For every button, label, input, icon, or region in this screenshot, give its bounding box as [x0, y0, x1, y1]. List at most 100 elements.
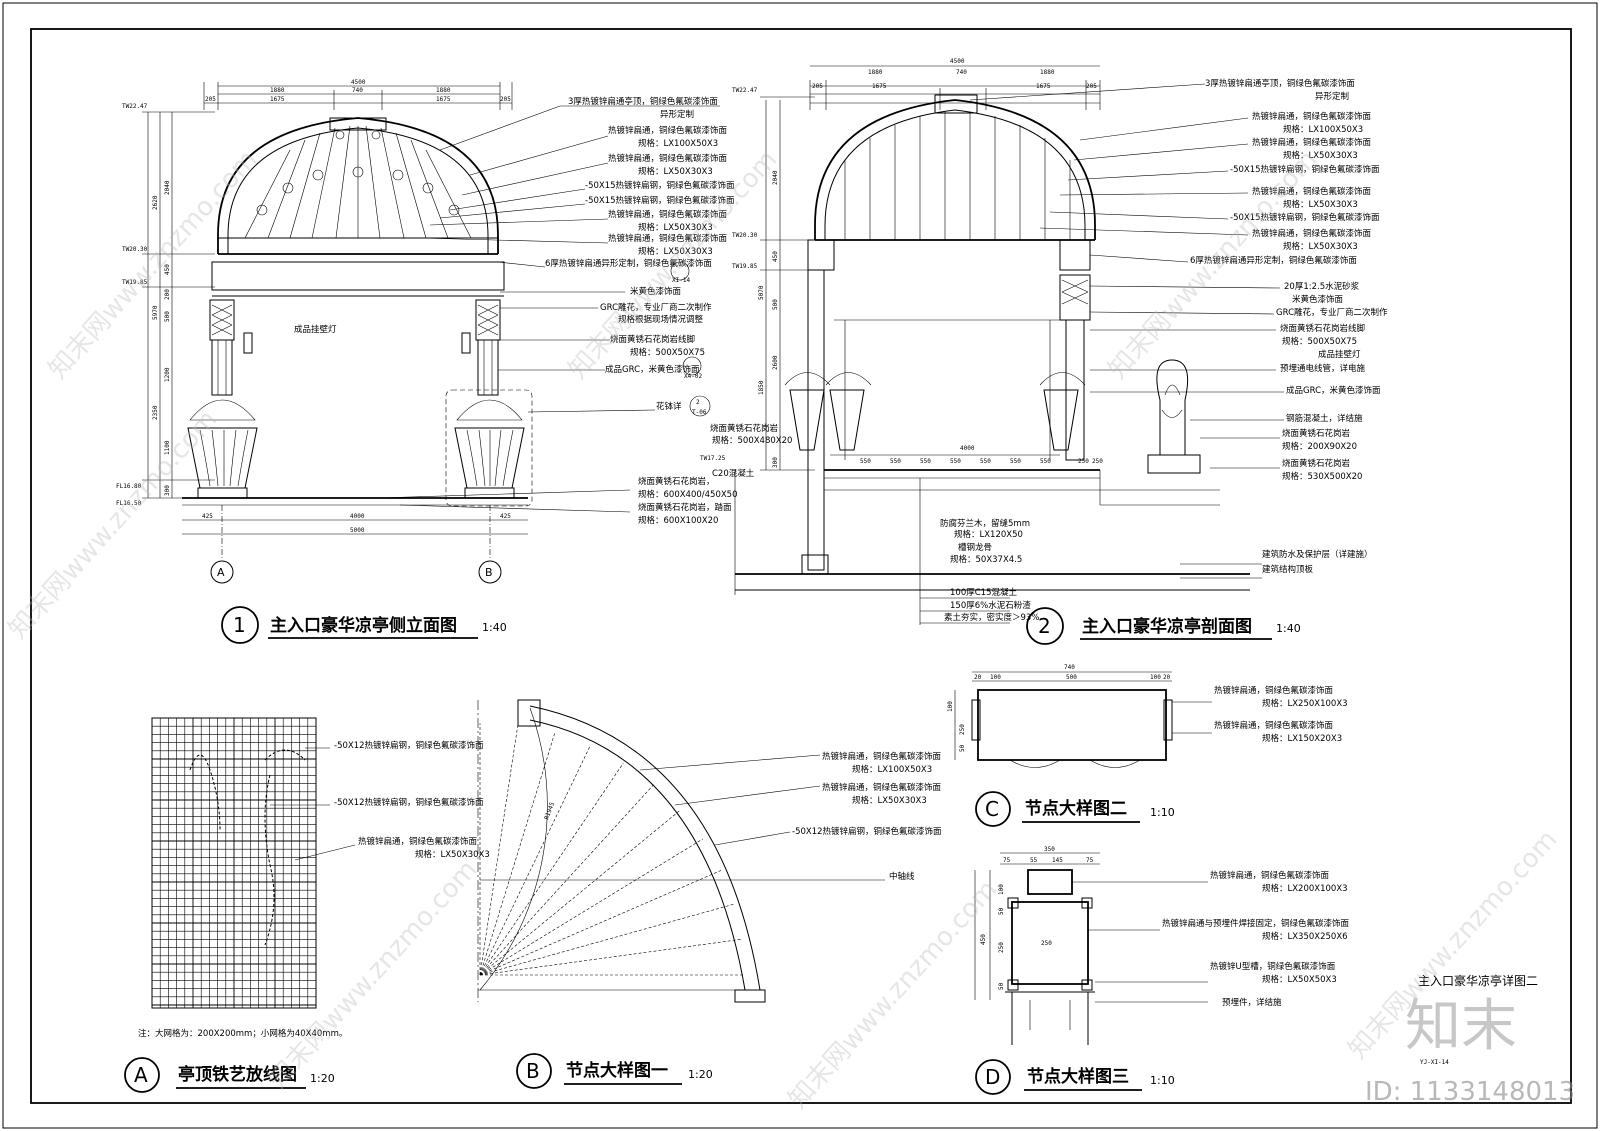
section-bottom-notes: 防腐芬兰木，留缝5mm 规格：LX120X50 槽钢龙骨 规格：50X37X4.…	[919, 478, 1039, 625]
arc-detail-view: R1945 热镀锌扁通，铜绿色氟碳漆饰面 规格：LX100X50X3 热镀锌扁通…	[477, 699, 942, 1089]
dim: 50	[998, 907, 1005, 915]
view-number-circle	[975, 791, 1011, 827]
dim: 100	[990, 674, 1001, 681]
dim: 75	[1086, 857, 1094, 864]
flat-tube-200x100	[1027, 869, 1073, 895]
note: 规格：LX150X20X3	[1262, 733, 1342, 744]
note: 防腐芬兰木，留缝5mm	[940, 518, 1030, 529]
note: GRC雕花，专业厂商二次制作	[600, 302, 712, 313]
level-mark: TW20.30	[122, 246, 148, 253]
dim: 100	[947, 701, 954, 712]
note: -50X15热镀锌扁钢，铜绿色氟碳漆饰面	[585, 180, 735, 191]
section-ribs	[844, 112, 1071, 240]
dim-side: 2350	[152, 405, 159, 420]
dim-top: 1675	[270, 96, 285, 103]
note: 钢筋混凝土，详结施	[1286, 413, 1363, 424]
level-mark: TW17.25	[700, 455, 726, 462]
note: 规格：LX50X30X3	[638, 246, 713, 257]
note: 规格：LX100X50X3	[852, 764, 932, 775]
deck-dim: 550	[920, 458, 931, 465]
note: 规格：LX100X50X3	[1283, 124, 1363, 135]
dim-side: 1100	[164, 440, 171, 455]
section-wall	[807, 269, 825, 571]
detail-ref: XI-14	[672, 277, 690, 284]
watermark: 知末网www.znzmo.com	[263, 855, 483, 1095]
dim: 20	[974, 674, 982, 681]
note: 热镀锌扁通，铜绿色氟碳漆饰面	[1210, 870, 1330, 881]
view-number-circle	[221, 606, 259, 644]
note: 成品GRC，米黄色漆饰面	[1286, 385, 1381, 396]
view-number: 2	[1038, 614, 1051, 638]
sheet-title: 主入口豪华凉亭详图二	[1418, 973, 1538, 988]
dim-side: 2620	[152, 195, 159, 210]
note: 热镀锌U型槽，铜绿色氟碳漆饰面	[1210, 961, 1336, 972]
elevation-view: 4500 1880 740 1880 205 1675 1675 205 262…	[116, 79, 738, 644]
note: 中轴线	[889, 871, 915, 882]
note: 规格：LX120X50	[954, 529, 1023, 540]
note: 热镀锌扁通，铜绿色氟碳漆饰面	[608, 233, 728, 244]
dim: 100	[1150, 674, 1161, 681]
note: 成品挂壁灯	[1318, 349, 1361, 360]
dim: 100	[998, 884, 1005, 895]
wall-lamp-left	[243, 332, 253, 354]
level-mark: TW20.30	[732, 232, 758, 239]
dim-top: 740	[956, 69, 967, 76]
dim-bottom: 425	[500, 513, 511, 520]
deck-dim: 250	[1078, 458, 1089, 465]
column-right	[477, 339, 499, 396]
axis-b-bubble	[478, 560, 502, 584]
view-title: 节点大样图二	[1025, 798, 1127, 819]
note: 规格：200X90X20	[1282, 441, 1357, 452]
deck-dim: 550	[950, 458, 961, 465]
wall-lamp-right	[461, 332, 471, 354]
note: 预埋通电线管，详电施	[1280, 363, 1366, 374]
dim-bottom: 4000	[350, 513, 365, 520]
dim-top: 1675	[436, 96, 451, 103]
note: 烧面黄锈石花岗岩线脚	[610, 334, 695, 345]
dome-scrolls	[256, 130, 460, 216]
level-mark: TW22.47	[732, 87, 758, 94]
note: 规格：LX50X30X3	[1283, 199, 1358, 210]
note: 米黄色漆饰面	[630, 286, 682, 297]
note: 规格：500X50X75	[1282, 336, 1357, 347]
note: 热镀锌扁通，铜绿色氟碳漆饰面	[1214, 685, 1334, 696]
dome-ribs	[244, 125, 472, 239]
radius-label: R1945	[543, 801, 556, 821]
grid-footnote: 注：大网格为：200X200mm；小网格为40X40mm。	[138, 1028, 347, 1039]
detail-ref: X4-02	[684, 373, 702, 380]
note: -50X15热镀锌扁钢，铜绿色氟碳漆饰面	[1230, 212, 1380, 223]
view-title: 节点大样图一	[566, 1060, 668, 1081]
flat-tube-250x100	[977, 689, 1167, 761]
deck-dim: 550	[890, 458, 901, 465]
dim-side: 500	[772, 299, 779, 310]
detail-three-view: 350 75 55 145 75 100 50 450 250 50 250 热…	[974, 846, 1350, 1095]
lamp-label: 成品挂壁灯	[294, 324, 337, 335]
note: 规格：LX50X30X3	[638, 222, 713, 233]
note: 规格：500X50X75	[630, 347, 705, 358]
dim: 20	[1163, 674, 1171, 681]
grc-capital	[1059, 274, 1091, 321]
watermark: 知末网www.znzmo.com	[3, 405, 223, 645]
axis-a-label: A	[217, 566, 225, 579]
sheet-code: YJ-XI-14	[1420, 1059, 1449, 1066]
watermark-id: ID: 1133148013	[1365, 1077, 1575, 1107]
elevation-annotations: 3厚热镀锌扁通亭顶，铜绿色氟碳漆饰面 异形定制 热镀锌扁通，铜绿色氟碳漆饰面 规…	[379, 96, 738, 526]
note: 规格：530X500X20	[1282, 471, 1362, 482]
level-mark: TW22.47	[122, 103, 148, 110]
dim-side: 2600	[772, 355, 779, 370]
note: 花钵详	[656, 401, 682, 412]
note: 热镀锌扁通，铜绿色氟碳漆饰面	[608, 125, 728, 136]
detail-two-view: 740 20 100 500 100 20 100 250 50 热镀锌扁通，铜…	[947, 664, 1348, 827]
note: 热镀锌扁通，铜绿色氟碳漆饰面	[1252, 111, 1372, 122]
note: 150厚6%水泥石粉渣	[950, 600, 1031, 611]
deck-dim: 550	[1010, 458, 1021, 465]
dim: 75	[1003, 857, 1011, 864]
note: -50X15热镀锌扁钢，铜绿色氟碳漆饰面	[1230, 164, 1380, 175]
note: 烧面黄锈石花岗岩	[1282, 428, 1351, 439]
note: -50X15热镀锌扁钢，铜绿色氟碳漆饰面	[585, 195, 735, 206]
dim: 50	[959, 744, 966, 752]
note: 6厚热镀锌扁通异形定制，铜绿色氟碳漆饰面	[545, 258, 712, 269]
note: 热镀锌扁通，铜绿色氟碳漆饰面	[1252, 137, 1372, 148]
dim: 55	[1030, 857, 1038, 864]
deck-dim: 250	[1092, 458, 1103, 465]
